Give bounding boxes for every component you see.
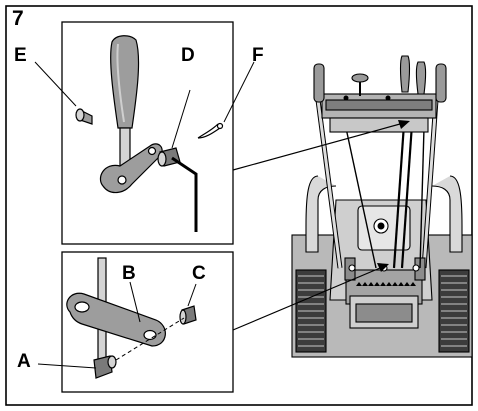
- detail-inset-bottom: [37, 251, 234, 393]
- left-handle-grip: [313, 63, 325, 103]
- callout-f: F: [252, 45, 264, 66]
- chute-crank: [351, 73, 369, 83]
- callout-b: B: [122, 263, 136, 284]
- snow-thrower-overview: [291, 55, 473, 358]
- lever-bracket: [99, 143, 163, 194]
- link-plate-b: [66, 292, 166, 347]
- leader-lines: [232, 120, 410, 331]
- dash-lever-2: [415, 61, 427, 95]
- right-fender: [431, 175, 463, 253]
- callout-e: E: [14, 45, 27, 66]
- dash-lever-1: [399, 55, 411, 93]
- callout-c: C: [192, 263, 206, 284]
- detail-inset-top: [34, 21, 255, 245]
- callout-d: D: [181, 45, 195, 66]
- callout-a: A: [17, 351, 31, 372]
- hairpin-clip-f: [197, 123, 221, 139]
- left-fender: [305, 175, 337, 253]
- right-handle-grip: [435, 63, 447, 103]
- figure-number: 7: [12, 7, 24, 30]
- figure-frame: [5, 5, 473, 406]
